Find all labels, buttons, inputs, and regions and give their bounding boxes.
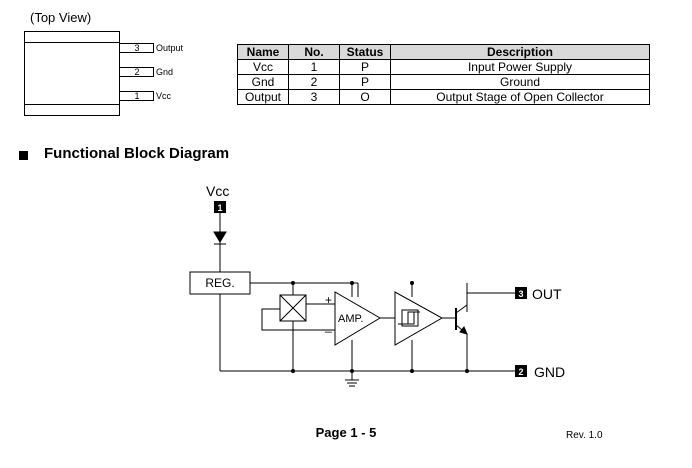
table-row: Output 3 O Output Stage of Open Collecto… bbox=[237, 89, 650, 105]
table-cell: Vcc bbox=[237, 59, 289, 75]
out-pin-badge bbox=[515, 287, 527, 299]
table-cell: Ground bbox=[390, 74, 650, 90]
functional-block-diagram: Vcc 1 REG. AMP. + _ 3 OUT 2 GND bbox=[189, 183, 565, 387]
amplifier-label: AMP. bbox=[338, 313, 363, 325]
regulator-label: REG. bbox=[205, 276, 234, 290]
revision-label: Rev. 1.0 bbox=[566, 430, 603, 441]
gnd-pin-number: 2 bbox=[518, 367, 523, 377]
minus-sign: _ bbox=[324, 319, 332, 333]
pin-3-number: 3 bbox=[134, 43, 140, 53]
out-wire bbox=[466, 292, 515, 305]
pin-3: 3 bbox=[120, 43, 154, 53]
vcc-label: Vcc bbox=[206, 183, 229, 199]
vcc-pin-number: 1 bbox=[217, 203, 222, 213]
table-cell: P bbox=[339, 74, 391, 90]
header-status: Status bbox=[339, 44, 391, 60]
out-label: OUT bbox=[532, 286, 562, 302]
table-cell: 3 bbox=[288, 89, 340, 105]
page-number: Page 1 - 5 bbox=[315, 425, 377, 440]
table-row: Gnd 2 P Ground bbox=[237, 74, 650, 90]
table-cell: Output Stage of Open Collector bbox=[390, 89, 650, 105]
amplifier-symbol bbox=[334, 291, 381, 346]
pin-1-label: Vcc bbox=[156, 91, 172, 101]
out-pin-number: 3 bbox=[518, 289, 523, 299]
table-row: Vcc 1 P Input Power Supply bbox=[237, 59, 650, 75]
pin-2-label: Gnd bbox=[156, 67, 174, 77]
diode-icon bbox=[213, 231, 227, 243]
header-name: Name bbox=[237, 44, 289, 60]
pin-2-number: 2 bbox=[134, 67, 140, 77]
table-cell: P bbox=[339, 59, 391, 75]
table-header-row: Name No. Status Description bbox=[237, 44, 650, 60]
pin-2: 2 bbox=[120, 67, 154, 77]
section-title: Functional Block Diagram bbox=[44, 145, 230, 162]
table-cell: 1 bbox=[288, 59, 340, 75]
vcc-pin-badge bbox=[214, 201, 226, 213]
header-description: Description bbox=[390, 44, 650, 60]
gnd-label: GND bbox=[534, 364, 565, 380]
pin-3-label: Output bbox=[156, 43, 184, 53]
header-no: No. bbox=[288, 44, 340, 60]
top-view-label: (Top View) bbox=[30, 10, 92, 25]
section-bullet-icon bbox=[19, 151, 28, 160]
table-cell: Gnd bbox=[237, 74, 289, 90]
gnd-pin-badge bbox=[515, 365, 527, 377]
package-outline bbox=[24, 31, 120, 116]
pin-description-table: Name No. Status Description Vcc 1 P Inpu… bbox=[237, 44, 650, 105]
pin-1-number: 1 bbox=[134, 91, 140, 101]
plus-sign: + bbox=[325, 293, 332, 307]
table-cell: Input Power Supply bbox=[390, 59, 650, 75]
pin-1: 1 bbox=[120, 91, 154, 101]
table-cell: O bbox=[339, 89, 391, 105]
table-cell: 2 bbox=[288, 74, 340, 90]
table-cell: Output bbox=[237, 89, 289, 105]
